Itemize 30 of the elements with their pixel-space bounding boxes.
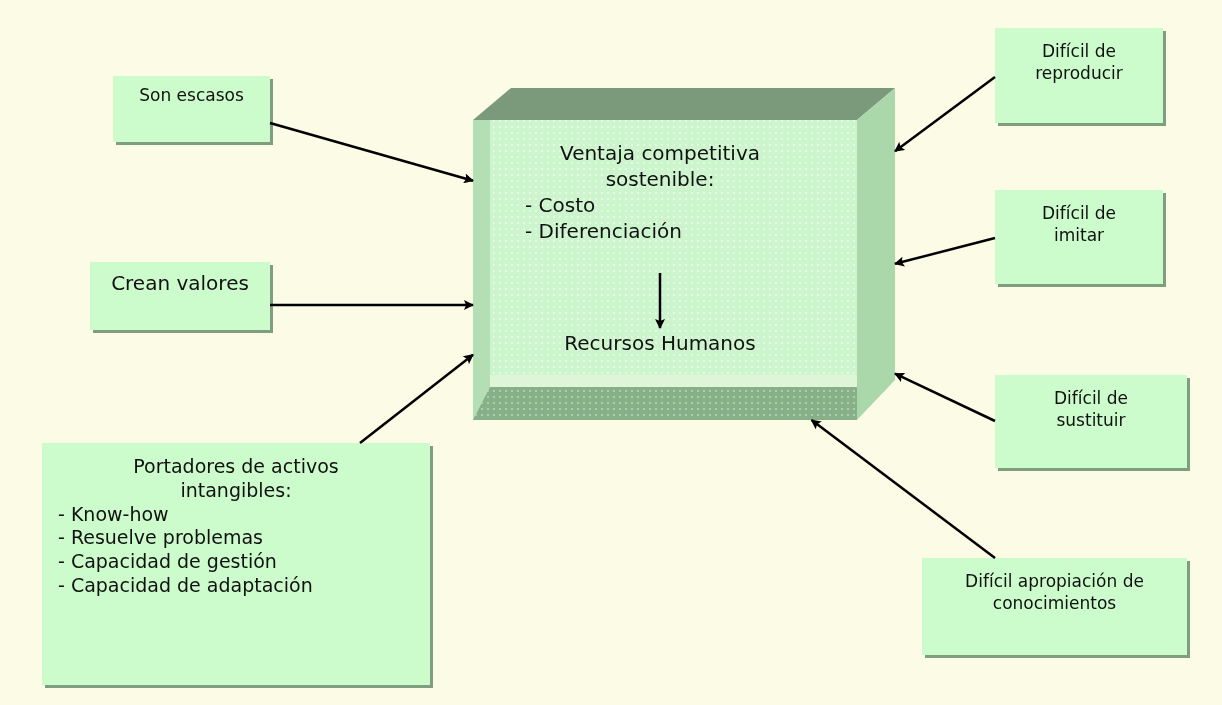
arrow	[359, 353, 474, 444]
heading-text: Portadores de activos intangibles:	[132, 455, 340, 503]
arrow	[270, 300, 474, 310]
node-text: Son escasos	[138, 84, 245, 107]
arrow	[810, 419, 996, 559]
arrow	[269, 121, 474, 184]
arrow	[894, 76, 996, 153]
arrow	[894, 372, 996, 423]
list-item: - Capacidad de gestión	[58, 550, 278, 574]
list-item: - Resuelve problemas	[58, 526, 264, 550]
node-text: Recursos Humanos	[564, 330, 756, 357]
arrow	[655, 273, 665, 329]
node-text: Difícil de reproducir	[1034, 40, 1124, 85]
node-text: Crean valores	[110, 270, 250, 296]
text-box	[995, 375, 1187, 468]
text-box	[922, 558, 1187, 655]
arrow	[894, 236, 996, 267]
text-box	[42, 443, 430, 685]
node-text: Difícil de imitar	[1041, 202, 1117, 247]
list-item: - Costo	[525, 192, 596, 218]
node-text: Difícil apropiación de conocimientos	[964, 570, 1145, 615]
text-box	[995, 28, 1163, 123]
list-item: - Know-how	[58, 502, 170, 527]
heading-text: Ventaja competitiva sostenible:	[559, 140, 761, 192]
list-item: - Diferenciación	[525, 218, 682, 244]
text-box	[90, 262, 270, 330]
text-box	[995, 190, 1163, 284]
text-box	[113, 76, 270, 142]
node-text: Difícil de sustituir	[1053, 387, 1129, 432]
list-item: - Capacidad de adaptación	[58, 573, 314, 598]
